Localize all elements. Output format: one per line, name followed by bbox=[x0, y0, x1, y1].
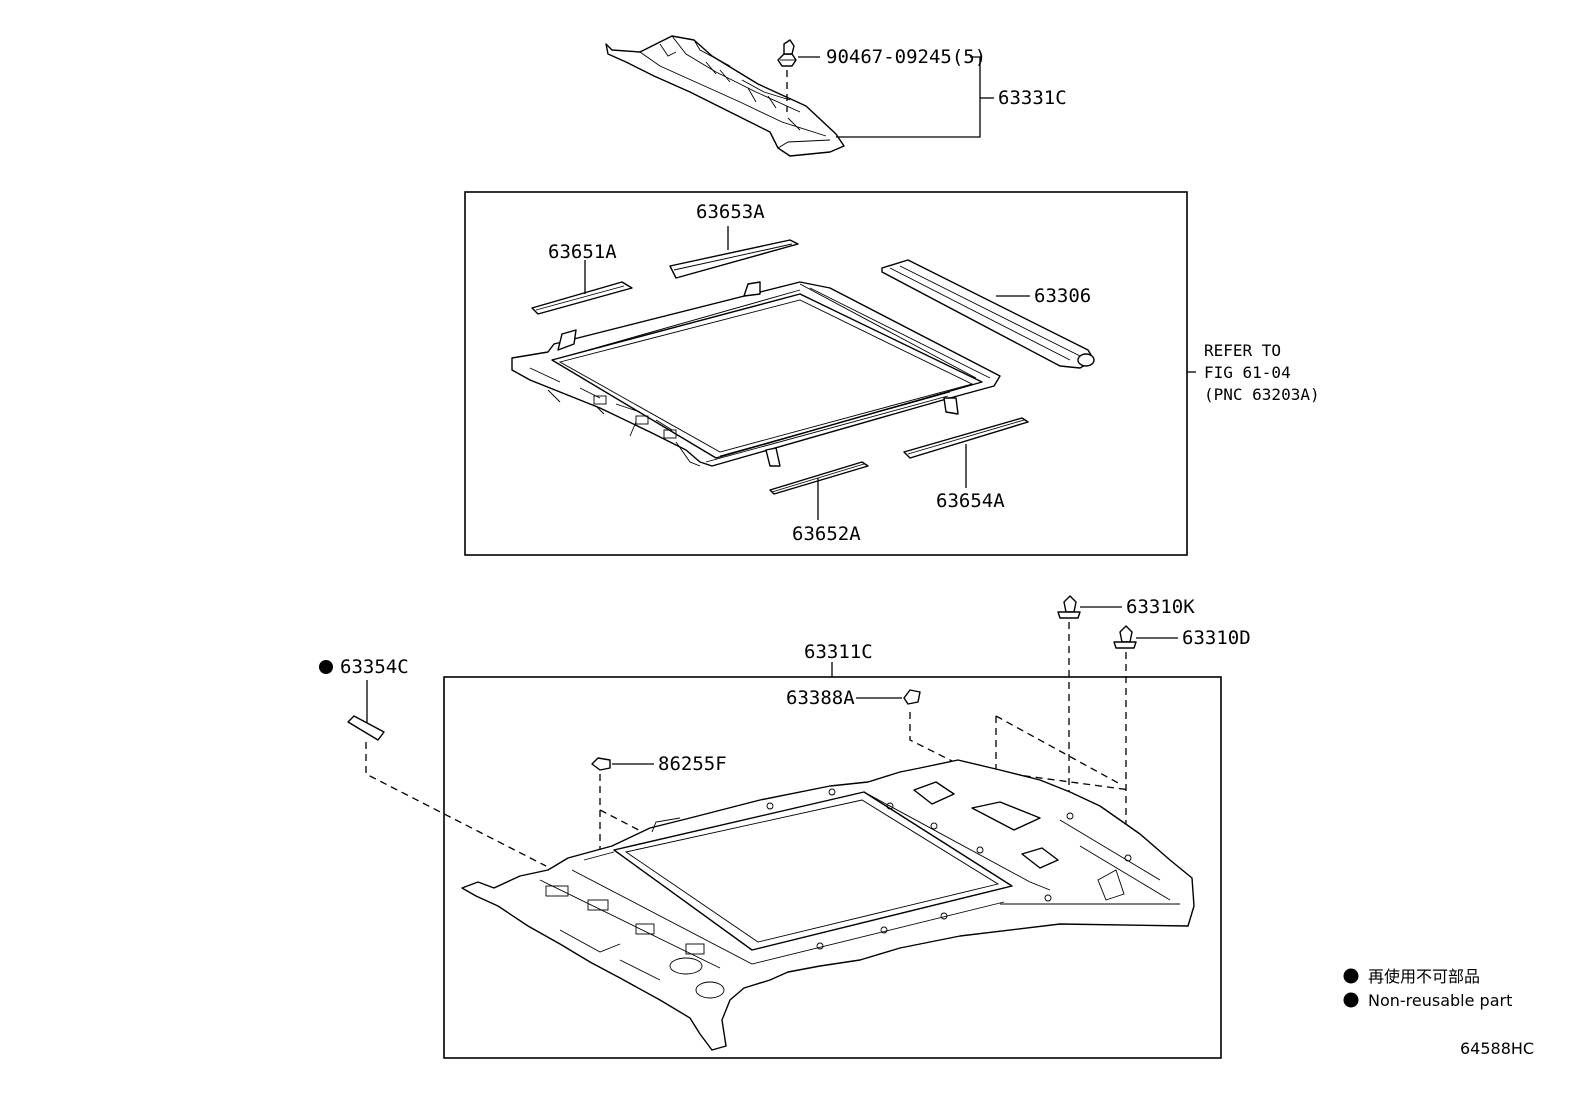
legend-dot-icon bbox=[1343, 968, 1359, 984]
label-63651A: 63651A bbox=[548, 241, 617, 263]
label-63310K: 63310K bbox=[1126, 596, 1195, 618]
legend-jp: 再使用不可部品 bbox=[1368, 967, 1480, 986]
part-63651A-drawing bbox=[531, 281, 633, 315]
part-63653A-drawing bbox=[669, 239, 799, 279]
refer-line-2: FIG 61-04 bbox=[1204, 363, 1291, 382]
label-63331C: 63331C bbox=[998, 87, 1067, 109]
part-63310D-drawing bbox=[1113, 625, 1137, 649]
part-63652A-drawing bbox=[769, 461, 869, 495]
bracket-63331C bbox=[836, 56, 981, 138]
part-63310K-drawing bbox=[1057, 595, 1081, 619]
label-63311C: 63311C bbox=[804, 641, 873, 663]
label-63653A: 63653A bbox=[696, 201, 765, 223]
label-63388A: 63388A bbox=[786, 687, 855, 709]
label-63310D: 63310D bbox=[1182, 627, 1251, 649]
part-86255F-drawing bbox=[591, 757, 611, 771]
figure-id: 64588HC bbox=[1460, 1039, 1534, 1058]
part-63306-drawing bbox=[881, 259, 1095, 369]
dash-63354C bbox=[365, 742, 547, 867]
part-63388A-drawing bbox=[903, 689, 921, 705]
label-63306: 63306 bbox=[1034, 285, 1091, 307]
legend-dot-icon-2 bbox=[1343, 992, 1359, 1008]
label-90467-09245: 90467-09245(5) bbox=[826, 46, 986, 68]
part-sunshade-frame-drawing bbox=[511, 281, 1001, 467]
part-63354C-drawing bbox=[347, 715, 385, 741]
non-reusable-dot-icon bbox=[319, 660, 333, 674]
part-63331C-drawing bbox=[605, 35, 845, 157]
label-63354C: 63354C bbox=[340, 656, 409, 678]
label-63654A: 63654A bbox=[936, 490, 1005, 512]
clip-icon bbox=[777, 39, 797, 67]
part-63654A-drawing bbox=[903, 417, 1029, 459]
group-frame-middle bbox=[464, 191, 1188, 556]
label-63652A: 63652A bbox=[792, 523, 861, 545]
refer-line-1: REFER TO bbox=[1204, 341, 1281, 360]
legend-en: Non-reusable part bbox=[1368, 991, 1512, 1010]
part-63311C-headliner-drawing bbox=[461, 759, 1195, 1051]
label-86255F: 86255F bbox=[658, 753, 727, 775]
refer-line-3: (PNC 63203A) bbox=[1204, 385, 1320, 404]
dash-63388A bbox=[909, 712, 1131, 791]
